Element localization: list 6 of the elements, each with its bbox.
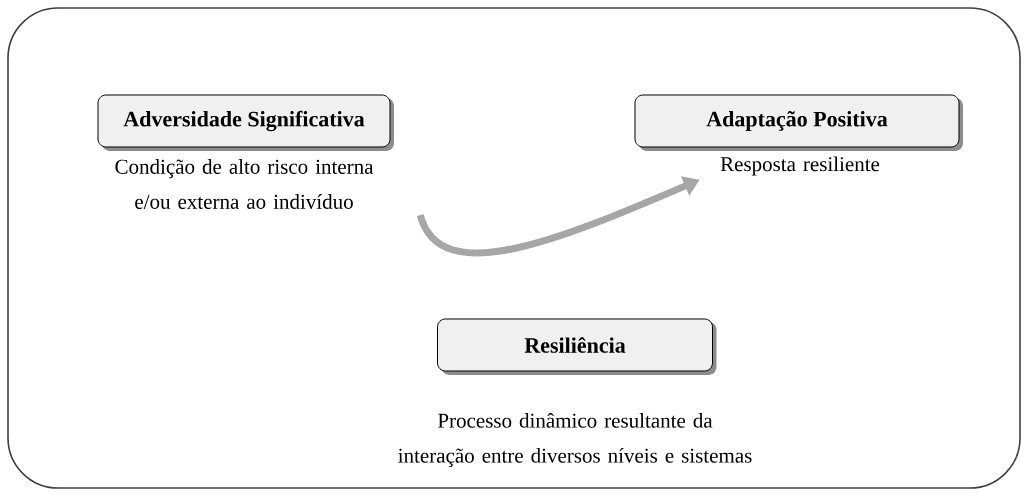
description-text: Processo dinâmico resultante da interação entre diversos níveis e sistemas: [398, 412, 752, 468]
title-box: Resiliência: [437, 318, 713, 372]
description-text: Condição de alto risco interna e/ou externa ao indivíduo: [115, 159, 374, 209]
title-box: Adversidade Significativa: [97, 94, 391, 148]
title-box: Adaptação Positiva: [634, 94, 960, 148]
description-text: Resposta resiliente: [720, 156, 880, 176]
